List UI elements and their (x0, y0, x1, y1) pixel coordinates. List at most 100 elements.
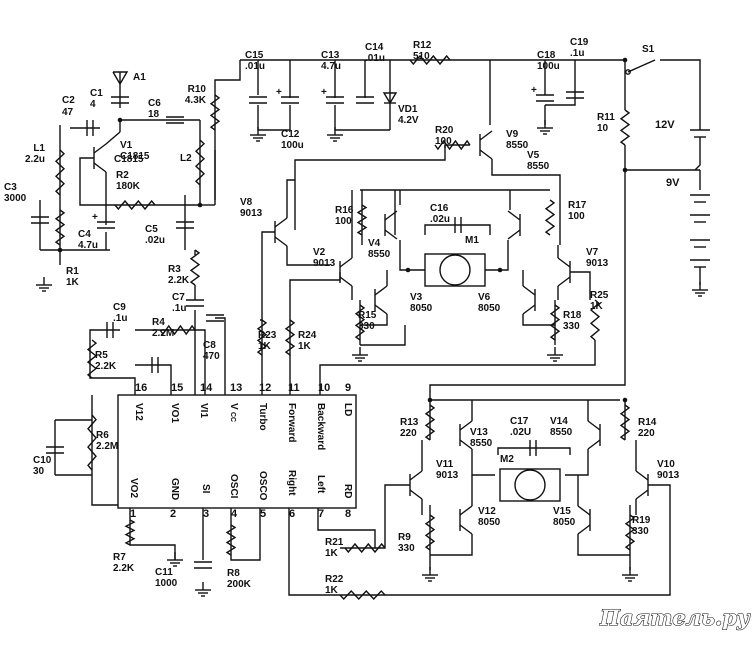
v10-transistor-collector (635, 470, 649, 481)
c15-label: C15 (245, 50, 264, 61)
c5-value: .02u (145, 235, 165, 246)
v13-value: 8550 (470, 438, 493, 449)
wire (79, 157, 200, 206)
ic-pin-6: 6 (289, 508, 295, 520)
v14-label: V14 (550, 416, 568, 427)
c2-value: 47 (62, 107, 74, 118)
ic-pin-5: 5 (260, 508, 266, 520)
r14-resistor (619, 404, 631, 441)
r17-label: R17 (568, 200, 587, 211)
supply-9v-label: 9V (666, 177, 680, 189)
r22-label: R22 (325, 574, 344, 585)
v12-label: V12 (478, 506, 496, 517)
v4-value: 8550 (368, 249, 391, 260)
r14-label: R14 (638, 417, 657, 428)
v7-transistor-emitter (557, 276, 571, 287)
vd1-value: 4.2V (398, 115, 419, 126)
s1-switch-contact (625, 69, 631, 75)
r24-resistor (284, 319, 296, 356)
r13-label: R13 (400, 417, 419, 428)
r2-label: R2 (116, 170, 129, 181)
r14-value: 220 (638, 428, 655, 439)
components (31, 54, 710, 601)
r7-resistor (124, 519, 136, 546)
c11-value: 1000 (155, 578, 178, 589)
r21-resistor (344, 542, 386, 554)
v6-label: V6 (478, 292, 491, 303)
r10-label: R10 (188, 84, 207, 95)
l2-label: L2 (180, 153, 192, 164)
r5-label: R5 (95, 350, 108, 361)
ic-pin-12: 12 (259, 382, 271, 394)
v1-transistor-collector (93, 143, 107, 154)
wire (334, 105, 390, 131)
junction-dot (57, 247, 63, 253)
v5-value: 8550 (527, 161, 550, 172)
v10-transistor-emitter (635, 489, 649, 500)
v13-transistor-collector (459, 420, 473, 431)
ic-pin-name-osci: OSCI (228, 474, 239, 499)
wire (522, 314, 555, 326)
v1-label: V1 (120, 140, 133, 151)
v12-value: 8050 (478, 517, 501, 528)
r25-value: 1K (590, 301, 604, 312)
c12-value: 100u (281, 140, 304, 151)
c3-value: 3000 (4, 193, 27, 204)
r12-value: 510 (413, 51, 430, 62)
r11-resistor (619, 109, 631, 146)
wire (294, 145, 446, 230)
v15-label: V15 (553, 506, 571, 517)
junction-dot (497, 267, 503, 273)
c1-label: C1 (90, 88, 103, 99)
v3-value: 8050 (410, 303, 433, 314)
v3-label: V3 (410, 292, 423, 303)
r3-resistor (189, 249, 201, 286)
ic-pin-13: 13 (230, 382, 242, 394)
wire (91, 395, 118, 506)
l1-label: L1 (33, 143, 45, 154)
ic-pin-name-vo2: VO2 (128, 478, 139, 498)
r20-label: R20 (435, 125, 454, 136)
m1-label: M1 (465, 235, 479, 246)
r4-resistor (159, 324, 196, 336)
ic-pin-name-v12: V12 (133, 403, 144, 421)
r12-label: R12 (413, 40, 432, 51)
r9-value: 330 (398, 543, 415, 554)
wire (429, 170, 626, 400)
v7-label: V7 (586, 247, 599, 258)
ic-body (117, 394, 357, 509)
c12-label: C12 (281, 129, 300, 140)
wire (317, 508, 376, 549)
ic-pin-name-backward: Backward (315, 403, 326, 450)
c8-label: C8 (203, 340, 216, 351)
wire (471, 449, 495, 476)
v9-transistor-collector (479, 130, 493, 141)
labels: A1C14C247C618V1C1815C1815L12.2uR11KC3300… (4, 37, 680, 596)
r15-value: 330 (358, 321, 375, 332)
wire (319, 340, 596, 395)
r20-value: 100 (435, 136, 452, 147)
l2-resistor (194, 139, 206, 186)
ic-chip: 16 15 14 13 12 11 10 9 1 2 3 4 5 6 7 8 V… (117, 382, 357, 520)
r10-resistor (209, 94, 221, 131)
v5-label: V5 (527, 150, 540, 161)
v11-transistor-collector (409, 470, 423, 481)
ic-pin-name-vcc: V (228, 403, 239, 410)
r4-value: 2.2M (152, 328, 174, 339)
r16-label: R16 (335, 205, 354, 216)
c7-label: C7 (172, 292, 185, 303)
c1-value: 4 (90, 99, 96, 110)
wire (577, 534, 630, 556)
ic-pin-1: 1 (130, 508, 136, 520)
s1-switch-lever (627, 59, 656, 73)
v2-label: V2 (313, 247, 326, 258)
c18-polarity-plus: + (531, 85, 537, 96)
r17-resistor (544, 199, 556, 236)
wire (89, 329, 136, 395)
r12-resistor (409, 54, 451, 66)
s1-label: S1 (642, 44, 655, 55)
v10-label: V10 (657, 459, 675, 470)
r2-value: 180K (116, 181, 141, 192)
v7-transistor-collector (557, 257, 571, 268)
